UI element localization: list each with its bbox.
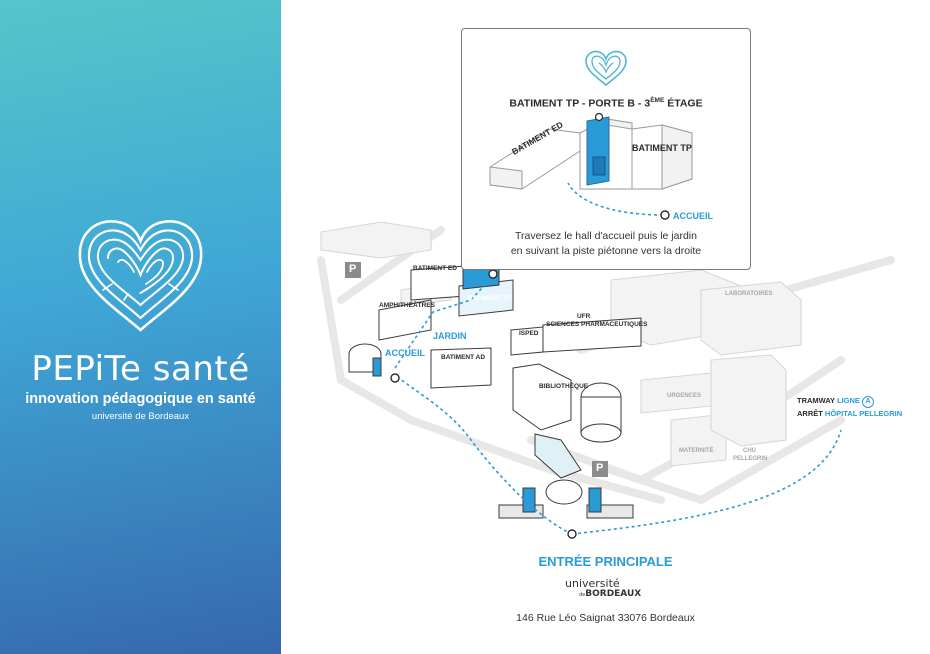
inset-heart-logo: BATIMENT ED BATIMENT TP ACCUEIL — [489, 50, 714, 221]
tram-info: TRAMWAY LIGNE A ARRÊT HÔPITAL PELLEGRIN — [797, 395, 902, 420]
label-pellegrin: PELLEGRIN — [733, 456, 768, 462]
label-laboratoires: LABORATOIRES — [725, 291, 773, 297]
parking-icon-1: P — [349, 263, 357, 275]
campus-map: BATIMENT ED BATIMENT TP AMPHITHÉÂTRES JA… — [281, 0, 930, 654]
inset-title-end: ÉTAGE — [664, 97, 703, 110]
campus-buildings — [348, 263, 642, 519]
walking-route — [394, 275, 842, 535]
label-sciences-pharma: SCIENCES PHARMACEUTIQUES — [546, 321, 648, 328]
tram-arret-prefix: ARRÊT — [797, 409, 825, 418]
brand-university: université de Bordeaux — [91, 411, 190, 422]
inset-description-line1: Traversez le hall d'accueil puis le jard… — [515, 230, 697, 242]
parking-icon-2: P — [596, 462, 604, 474]
brand-panel: PEPiTe santé innovation pédagogique en s… — [0, 0, 281, 654]
roads — [317, 226, 895, 505]
university-logo-line1: université — [565, 577, 620, 590]
inset-route — [567, 182, 664, 216]
label-jardin: JARDIN — [433, 331, 467, 341]
label-isped: ISPED — [519, 330, 539, 337]
label-bibliotheque: BIBLIOTHÈQUE — [539, 383, 589, 390]
label-amphitheatres: AMPHITHÉÂTRES — [379, 302, 435, 309]
university-logo-de: de — [579, 592, 586, 598]
inset-description-line2: en suivant la piste piétonne vers la dro… — [510, 245, 702, 257]
route-markers — [390, 269, 577, 539]
tram-prefix: TRAMWAY — [797, 396, 838, 405]
label-batiment-ed: BATIMENT ED — [413, 265, 457, 272]
inset-label-batiment-tp: BATIMENT TP — [632, 143, 692, 153]
inset-title-sup: ÈME — [650, 97, 665, 104]
inset-title: BATIMENT TP - PORTE B - 3ÈME ÉTAGE — [462, 97, 750, 110]
university-logo-line2: BORDEAUX — [585, 589, 642, 599]
label-maternite: MATERNITÉ — [679, 448, 714, 454]
fingerprint-heart-logo — [78, 220, 203, 332]
label-urgences: URGENCES — [667, 393, 702, 399]
inset-description: Traversez le hall d'accueil puis le jard… — [462, 229, 750, 259]
label-batiment-ad: BATIMENT AD — [441, 354, 486, 361]
label-chu: CHU — [743, 448, 756, 454]
inset-title-main: BATIMENT TP - PORTE B - 3 — [509, 97, 651, 110]
tram-arret-name: HÔPITAL PELLEGRIN — [824, 409, 903, 418]
tram-line-badge: A — [862, 396, 875, 408]
brand-tagline: innovation pédagogique en santé — [25, 391, 256, 407]
brand-title: PEPiTe santé — [31, 349, 250, 389]
university-logo: université deBORDEAUX — [565, 578, 641, 601]
label-batiment-tp: BATIMENT TP — [468, 295, 512, 302]
address: 146 Rue Léo Saignat 33076 Bordeaux — [516, 612, 695, 624]
inset-label-accueil: ACCUEIL — [673, 211, 714, 221]
parking-signs — [345, 262, 608, 477]
label-accueil: ACCUEIL — [385, 348, 425, 358]
map-drawing — [317, 221, 895, 539]
tram-line: LIGNE — [837, 396, 860, 405]
entree-principale: ENTRÉE PRINCIPALE — [538, 554, 673, 569]
label-ufr: UFR — [577, 313, 591, 320]
directions-inset: BATIMENT ED BATIMENT TP ACCUEIL BATIMENT… — [461, 28, 751, 270]
